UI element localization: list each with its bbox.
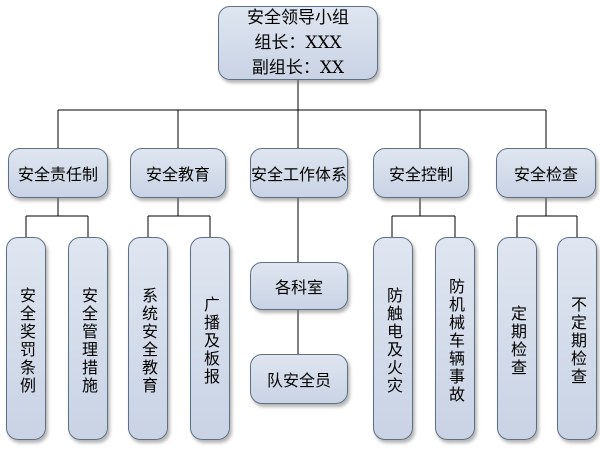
leaf-label: 防机械车辆事故 [446, 277, 465, 404]
leaf-label: 安全奖罚条例 [17, 286, 36, 395]
branch-label: 安全控制 [388, 165, 453, 184]
leaf-management-measures: 安全管理措施 [68, 237, 108, 440]
leaf-vehicle-accident-prevention: 防机械车辆事故 [435, 237, 475, 440]
leaf-regular-inspection: 定期检查 [497, 237, 537, 440]
leaf-label: 系统安全教育 [139, 286, 158, 395]
leaf-label: 队安全员 [266, 371, 331, 390]
leaf-label: 定期检查 [508, 304, 527, 377]
branch-safety-work-system: 安全工作体系 [250, 148, 348, 198]
branch-label: 安全教育 [145, 165, 210, 184]
leaf-irregular-inspection: 不定期检查 [557, 237, 597, 440]
deputy-leader-line: 副组长：XX [251, 57, 345, 78]
leaf-departments: 各科室 [250, 262, 348, 310]
branch-safety-control: 安全控制 [373, 148, 469, 198]
branch-responsibility-system: 安全责任制 [8, 148, 108, 198]
leaf-system-education: 系统安全教育 [128, 237, 168, 440]
leaf-reward-penalty-rules: 安全奖罚条例 [6, 237, 46, 440]
leaf-electric-fire-prevention: 防触电及火灾 [373, 237, 413, 440]
leaf-team-safety-officer: 队安全员 [250, 354, 348, 404]
leaf-broadcast-boards: 广播及板报 [190, 237, 230, 440]
leader-line: 组长：XXX [254, 32, 342, 53]
branch-label: 安全工作体系 [251, 165, 348, 184]
leader-group-title: 安全领导小组 [247, 7, 349, 28]
branch-safety-inspection: 安全检查 [496, 148, 596, 198]
leaf-label: 不定期检查 [568, 295, 587, 386]
leaf-label: 各科室 [274, 278, 323, 297]
leaf-label: 广播及板报 [201, 295, 220, 386]
leaf-label: 防触电及火灾 [384, 286, 403, 395]
leaf-label: 安全管理措施 [79, 286, 98, 395]
leader-group-box: 安全领导小组 组长：XXX 副组长：XX [218, 6, 378, 80]
branch-label: 安全责任制 [17, 165, 98, 184]
branch-label: 安全检查 [513, 165, 578, 184]
branch-safety-education: 安全教育 [130, 148, 226, 198]
